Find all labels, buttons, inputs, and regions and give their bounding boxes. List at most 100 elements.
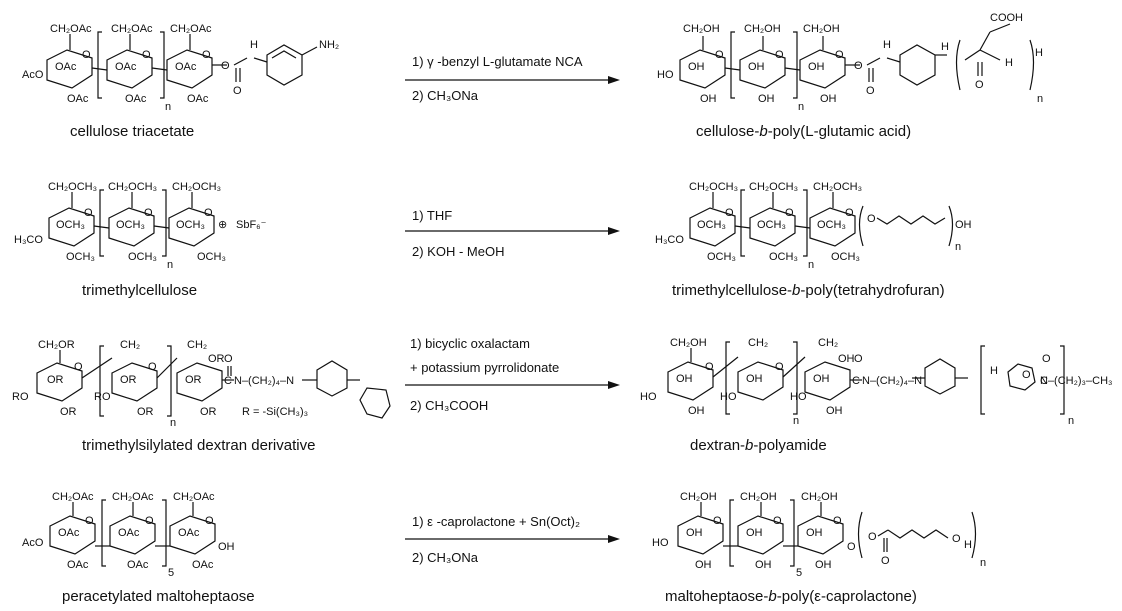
- label-ch2oh: CH₂OH: [803, 23, 840, 35]
- label-oh: OH: [813, 373, 830, 385]
- label-n: n: [170, 417, 176, 429]
- label-oh: OH: [955, 219, 972, 231]
- condition-2b: 2) KOH - MeOH: [412, 244, 505, 259]
- label-och3: OCH₃: [176, 219, 205, 231]
- label-cooh: COOH: [990, 12, 1023, 24]
- product-label-1-post: -poly(L-glutamic acid): [767, 123, 912, 140]
- label-or: OR: [60, 406, 77, 418]
- product-label-3-pre: dextran-: [690, 437, 746, 454]
- label-oh: OH: [820, 93, 837, 105]
- label-oac: OAc: [67, 93, 89, 105]
- label-o: O: [204, 207, 213, 219]
- label-oac: OAc: [127, 559, 149, 571]
- label-oh: OH: [758, 93, 775, 105]
- reactant-structure-3: CH₂OR CH₂ CH₂ OR RO OR OR OR OR RO OR OR…: [12, 338, 392, 433]
- label-oh: OH: [218, 541, 235, 553]
- reactant-label-1: cellulose triacetate: [70, 123, 195, 140]
- label-ch2: CH₂: [120, 339, 140, 351]
- label-och3: OCH₃: [197, 251, 226, 263]
- label-oh: OH: [755, 559, 772, 571]
- label-o: O: [85, 515, 94, 527]
- label-n: n: [1068, 415, 1074, 427]
- label-h: H: [250, 39, 258, 51]
- scheme-row-1: CH₂OAc CH₂OAc CH₂OAc AcO OAc OAc OAc OAc…: [0, 12, 1122, 150]
- label-ch2och3: CH₂OCH₃: [108, 181, 157, 193]
- label-or: OR: [185, 374, 202, 386]
- label-oac: OAc: [187, 93, 209, 105]
- label-ho: HO: [790, 391, 807, 403]
- reaction-arrow-3: [405, 381, 620, 389]
- label-n: n: [980, 557, 986, 569]
- label-ch2oh: CH₂OH: [801, 491, 838, 503]
- label-ch2och3: CH₂OCH₃: [689, 181, 738, 193]
- label-o: O: [854, 353, 863, 365]
- label-ch2och3: CH₂OCH₃: [813, 181, 862, 193]
- label-o: O: [775, 361, 784, 373]
- label-ro: RO: [94, 391, 111, 403]
- product-label-2-post: -poly(tetrahydrofuran): [800, 282, 945, 299]
- product-label-4-b: b: [768, 588, 777, 605]
- label-o: O: [833, 515, 842, 527]
- label-o: O: [221, 60, 230, 72]
- product-label-2: trimethylcellulose-b-poly(tetrahydrofura…: [672, 282, 945, 299]
- label-och3: OCH₃: [697, 219, 726, 231]
- label-oh: OH: [748, 61, 765, 73]
- label-och3: OCH₃: [831, 251, 860, 263]
- scheme-row-4: CH₂OAc CH₂OAc CH₂OAc AcO OAc OAc OAc OAc…: [0, 488, 1122, 611]
- label-o: O: [144, 207, 153, 219]
- product-label-3-post: -polyamide: [753, 437, 827, 454]
- label-ro: RO: [12, 391, 29, 403]
- product-structure-2: CH₂OCH₃ CH₂OCH₃ CH₂OCH₃ H₃CO OCH₃ OCH₃ O…: [655, 178, 995, 278]
- label-ch2oh: CH₂OH: [670, 337, 707, 349]
- label-repeat-count: 5: [796, 567, 802, 579]
- label-oh: OH: [676, 373, 693, 385]
- label-ch2och3: CH₂OCH₃: [172, 181, 221, 193]
- reaction-arrow-4: [405, 535, 620, 543]
- label-oac: OAc: [125, 93, 147, 105]
- label-ch2oh: CH₂OH: [744, 23, 781, 35]
- label-h: H: [941, 41, 949, 53]
- label-o: O: [775, 49, 784, 61]
- label-oh: OH: [808, 61, 825, 73]
- reactant-label-4: peracetylated maltoheptaose: [62, 588, 255, 605]
- label-ch2oh: CH₂OH: [680, 491, 717, 503]
- label-och3: OCH₃: [817, 219, 846, 231]
- label-oh: OH: [688, 61, 705, 73]
- label-och3: OCH₃: [56, 219, 85, 231]
- label-ho: HO: [720, 391, 737, 403]
- label-o: O: [845, 207, 854, 219]
- label-o: O: [82, 49, 91, 61]
- label-ch2: CH₂: [748, 337, 768, 349]
- label-o: O: [233, 85, 242, 97]
- label-o: O: [74, 361, 83, 373]
- label-oac: OAc: [192, 559, 214, 571]
- label-o: O: [84, 207, 93, 219]
- condition-1b: 2) CH₃ONa: [412, 88, 478, 103]
- label-o: O: [854, 60, 863, 72]
- label-or: OR: [137, 406, 154, 418]
- label-o: O: [867, 213, 876, 225]
- label-o: O: [713, 515, 722, 527]
- condition-3b: 2) CH₃COOH: [410, 398, 489, 413]
- condition-3a2: + potassium pyrrolidonate: [410, 360, 560, 375]
- label-c: C: [852, 375, 860, 387]
- product-label-4-post: -poly(ε-caprolactone): [776, 588, 917, 605]
- condition-4a: 1) ε -caprolactone + Sn(Oct)₂: [412, 514, 580, 529]
- label-oh: OH: [826, 405, 843, 417]
- label-o: O: [224, 353, 233, 365]
- label-ch2: CH₂: [818, 337, 838, 349]
- label-ho: HO: [652, 537, 669, 549]
- label-ho: HO: [657, 69, 674, 81]
- label-o: O: [952, 533, 961, 545]
- product-label-3: dextran-b-polyamide: [690, 437, 827, 454]
- label-och3: OCH₃: [128, 251, 157, 263]
- product-structure-4: CH₂OH CH₂OH CH₂OH HO OH OH OH OH OH OH O…: [650, 488, 1010, 583]
- condition-2a: 1) THF: [412, 208, 453, 223]
- label-o: O: [975, 79, 984, 91]
- label-o: O: [835, 49, 844, 61]
- label-n: n: [808, 259, 814, 271]
- label-n: n: [798, 101, 804, 113]
- reaction-arrow-2: [405, 227, 620, 235]
- label-h: H: [883, 39, 891, 51]
- label-och3: OCH₃: [116, 219, 145, 231]
